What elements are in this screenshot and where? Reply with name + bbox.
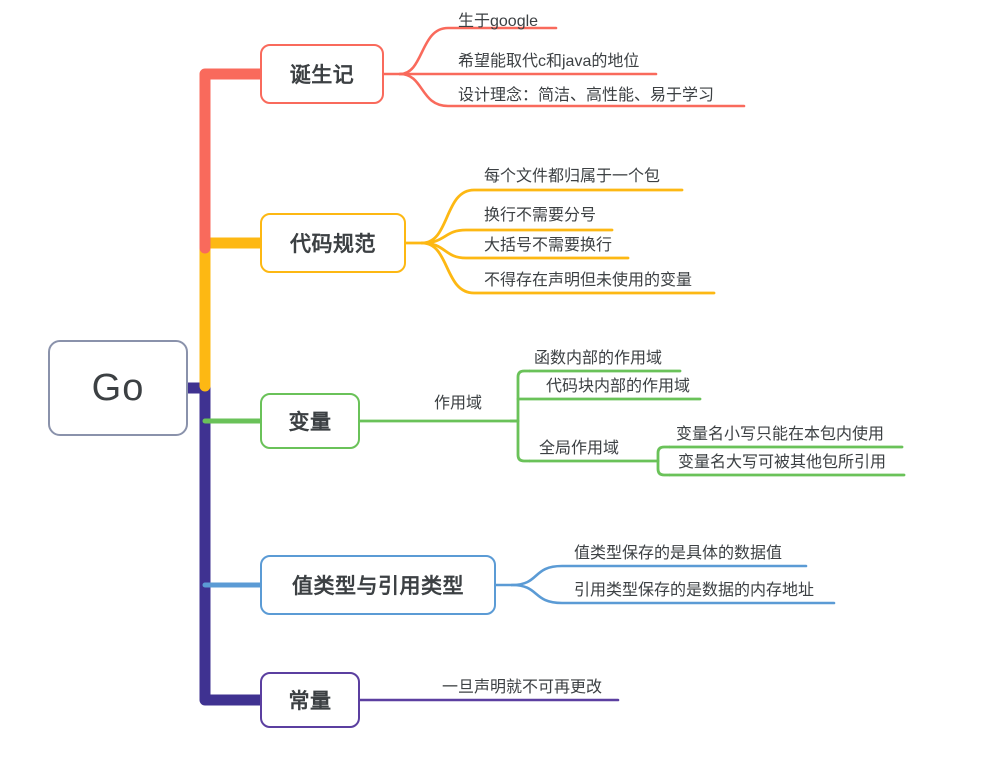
branch-node-birth[interactable]: 诞生记 [260, 44, 384, 104]
trunk-lower [180, 382, 268, 706]
branch-node-value-ref-types[interactable]: 值类型与引用类型 [260, 555, 496, 615]
wire-green-bracket [516, 369, 530, 463]
mid-label-scope[interactable]: 作用域 [434, 395, 483, 412]
branch-node-constant[interactable]: 常量 [260, 672, 360, 728]
leaf-label-variable-1[interactable]: 函数内部的作用域 [534, 350, 663, 367]
root-node[interactable]: Go [48, 340, 188, 436]
leaf-label-valuetype-1[interactable]: 值类型保存的是具体的数据值 [574, 545, 783, 562]
branch-node-variable[interactable]: 变量 [260, 393, 360, 449]
leaf-label-code-4[interactable]: 不得存在声明但未使用的变量 [484, 272, 693, 289]
leaf-label-code-1[interactable]: 每个文件都归属于一个包 [484, 168, 661, 185]
leaf-label-code-2[interactable]: 换行不需要分号 [484, 207, 597, 224]
leaf-label-variable-2[interactable]: 代码块内部的作用域 [546, 378, 691, 395]
leaf-label-birth-3[interactable]: 设计理念：简洁、高性能、易于学习 [458, 87, 715, 104]
leaf-label-code-3[interactable]: 大括号不需要换行 [484, 237, 613, 254]
wire-green-subbracket [656, 445, 670, 477]
leaf-label-birth-1[interactable]: 生于google [458, 13, 539, 30]
trunk-upper [199, 68, 268, 254]
leaf-label-variable-3[interactable]: 全局作用域 [539, 440, 620, 457]
leaf-label-variable-3b[interactable]: 变量名大写可被其他包所引用 [678, 454, 887, 471]
leaf-label-valuetype-2[interactable]: 引用类型保存的是数据的内存地址 [574, 582, 815, 599]
leaf-label-constant-1[interactable]: 一旦声明就不可再更改 [442, 679, 603, 696]
leaf-label-variable-3a[interactable]: 变量名小写只能在本包内使用 [676, 426, 885, 443]
trunk-mid [199, 237, 268, 392]
leaf-label-birth-2[interactable]: 希望能取代c和java的地位 [458, 53, 640, 70]
branch-node-code-style[interactable]: 代码规范 [260, 213, 406, 273]
